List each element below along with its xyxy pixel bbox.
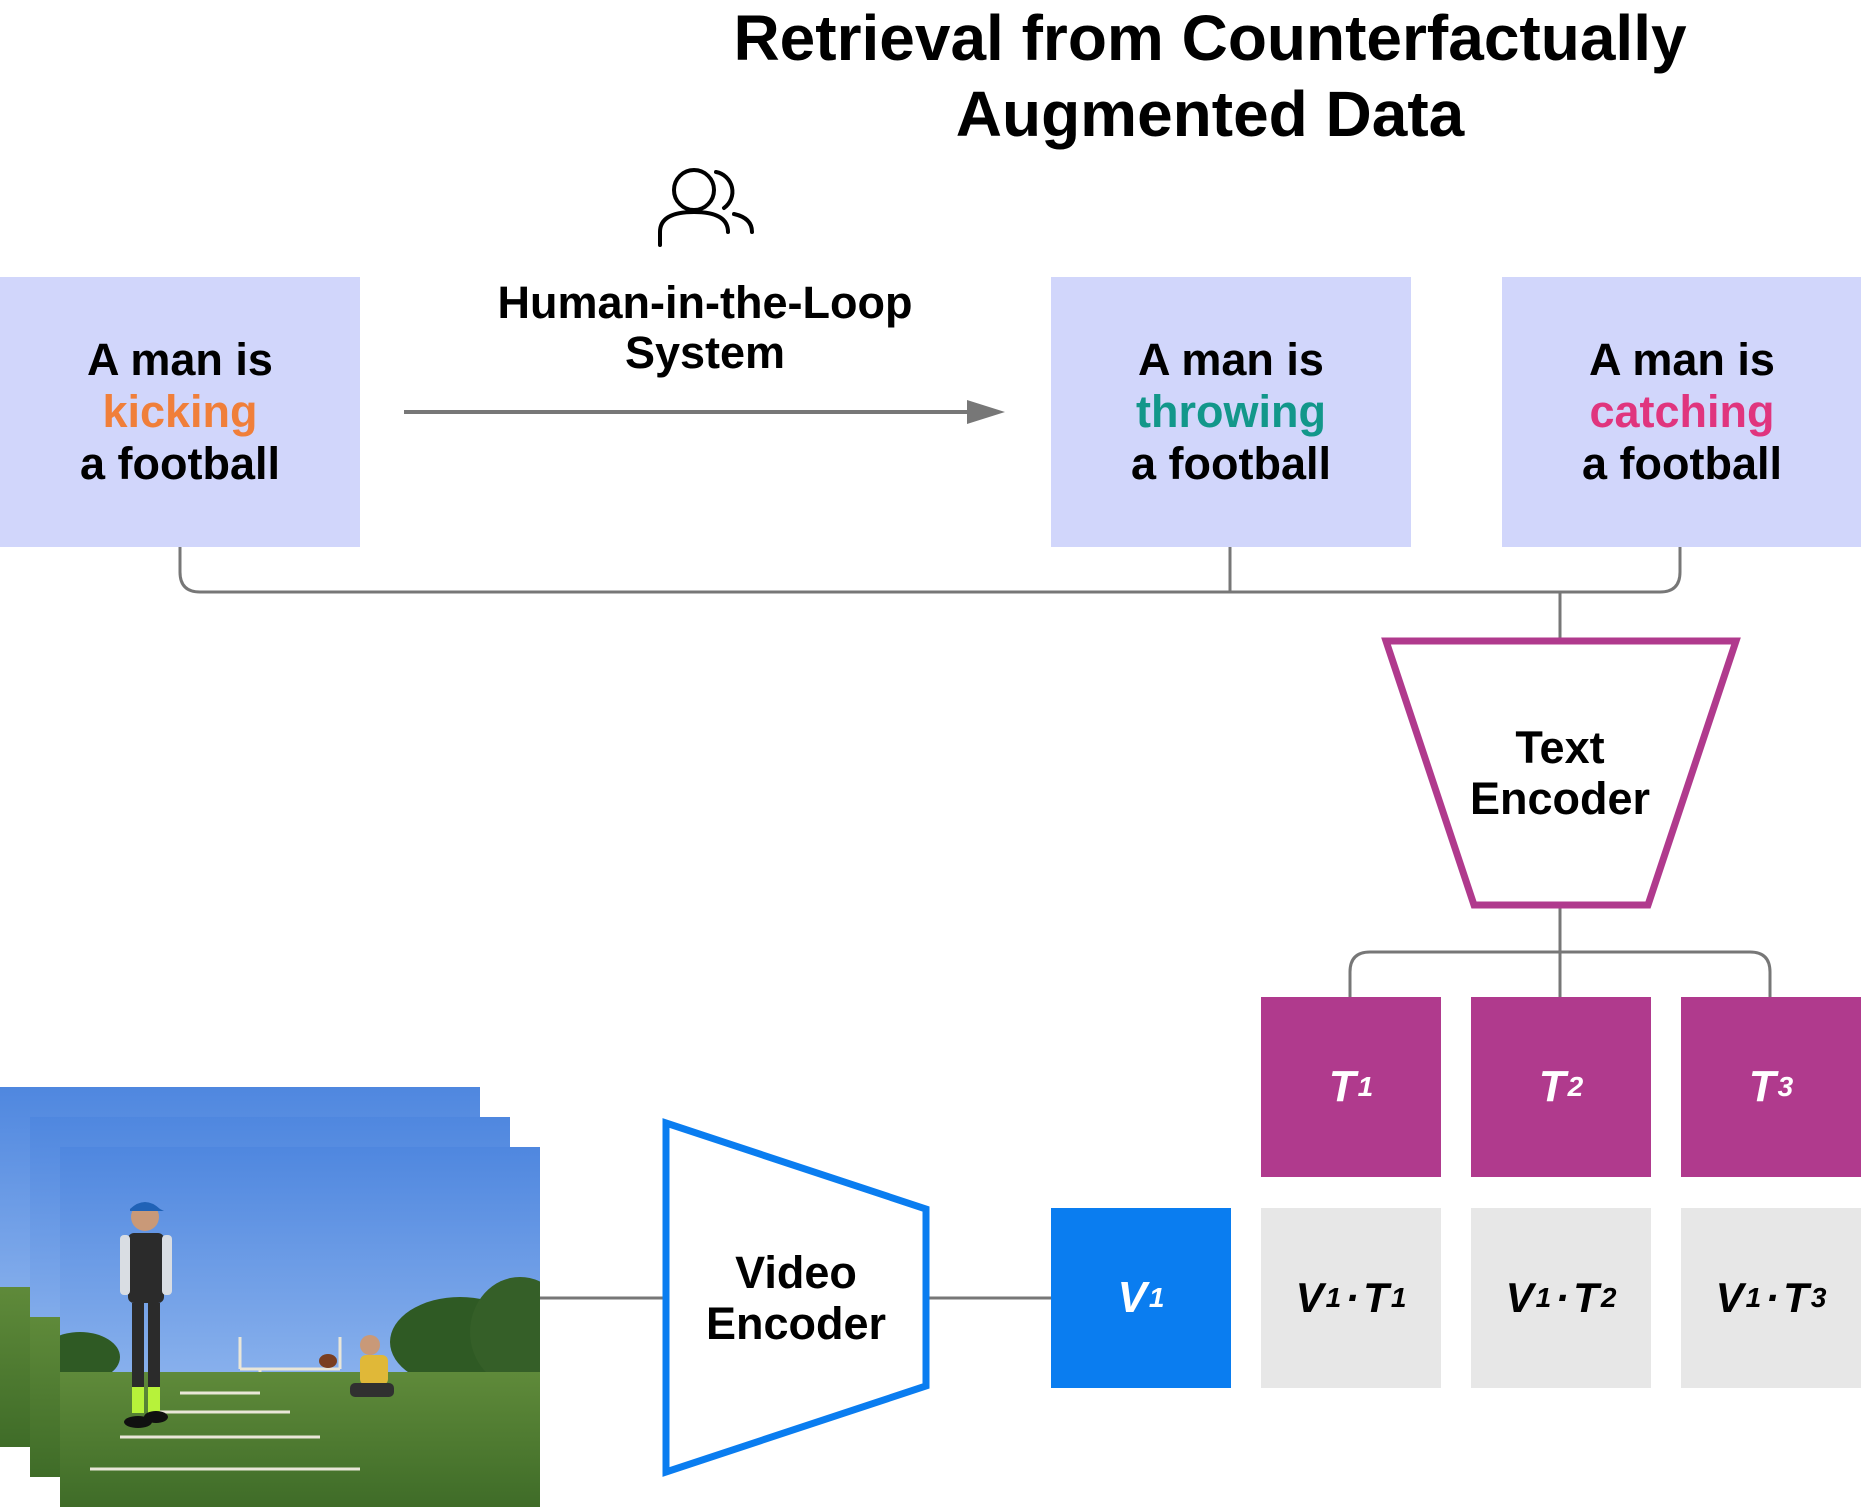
embedding-letter: T <box>1328 1062 1356 1111</box>
text-encoder-shape <box>1381 637 1741 909</box>
score-v-sub: 1 <box>1535 1282 1552 1313</box>
embedding-subscript: 3 <box>1777 1071 1794 1102</box>
hitl-arrow <box>404 400 1005 424</box>
embedding-subscript: 1 <box>1357 1071 1374 1102</box>
score-v: V <box>1715 1274 1744 1321</box>
score-v-sub: 1 <box>1745 1282 1762 1313</box>
embedding-letter: T <box>1748 1062 1776 1111</box>
caption-prefix: A man is <box>1589 334 1775 385</box>
text-encoder-line-1: Text <box>1515 722 1605 773</box>
video-frame-front <box>60 1147 540 1507</box>
video-encoder-label: Video Encoder <box>676 1247 916 1349</box>
hitl-label-line-2: System <box>624 327 786 378</box>
score-v: V <box>1295 1274 1324 1321</box>
caption-original: A man is kicking a football <box>0 277 360 547</box>
embedding-bracket <box>1348 950 1772 997</box>
users-icon <box>658 168 754 247</box>
hitl-label-line-1: Human-in-the-Loop <box>497 277 913 328</box>
caption-suffix: a football <box>1582 438 1782 489</box>
embedding-subscript: 1 <box>1148 1282 1165 1313</box>
kneeling-player <box>319 1335 394 1397</box>
caption-counterfactual-1: A man is throwing a football <box>1051 277 1411 547</box>
score-t: T <box>1363 1274 1389 1321</box>
video-encoder-line-2: Encoder <box>705 1298 887 1349</box>
video-encoder-shape <box>662 1118 930 1477</box>
title-line-1: Retrieval from Counterfactually <box>733 2 1687 74</box>
caption-verb: throwing <box>1136 386 1326 437</box>
embedding-letter: T <box>1538 1062 1566 1111</box>
caption-prefix: A man is <box>1138 334 1324 385</box>
score-v-sub: 1 <box>1325 1282 1342 1313</box>
video-encoder-line-1: Video <box>735 1247 857 1298</box>
caption-verb: catching <box>1589 386 1775 437</box>
score-t-sub: 1 <box>1390 1282 1407 1313</box>
score-t-sub: 3 <box>1810 1282 1827 1313</box>
caption-suffix: a football <box>80 438 280 489</box>
caption-prefix: A man is <box>87 334 273 385</box>
dot-product-symbol: · <box>1345 1274 1360 1321</box>
score-t-sub: 2 <box>1600 1282 1617 1313</box>
text-encoder-label: Text Encoder <box>1440 722 1680 824</box>
caption-bracket <box>178 547 1682 594</box>
score-t: T <box>1783 1274 1809 1321</box>
title-line-2: Augmented Data <box>955 78 1465 150</box>
text-encoder-line-2: Encoder <box>1469 773 1651 824</box>
caption-counterfactual-2: A man is catching a football <box>1502 277 1861 547</box>
score-t: T <box>1573 1274 1599 1321</box>
dot-product-symbol: · <box>1765 1274 1780 1321</box>
standing-player <box>120 1202 172 1428</box>
diagram-title: Retrieval from Counterfactually Augmente… <box>620 0 1800 152</box>
dot-product-symbol: · <box>1555 1274 1570 1321</box>
caption-verb: kicking <box>102 386 258 437</box>
hitl-label: Human-in-the-Loop System <box>440 278 970 378</box>
score-v: V <box>1505 1274 1534 1321</box>
embedding-letter: V <box>1117 1273 1147 1322</box>
connector-lines <box>178 547 1772 1300</box>
embedding-subscript: 2 <box>1567 1071 1584 1102</box>
caption-suffix: a football <box>1131 438 1331 489</box>
video-frames <box>0 1087 540 1507</box>
